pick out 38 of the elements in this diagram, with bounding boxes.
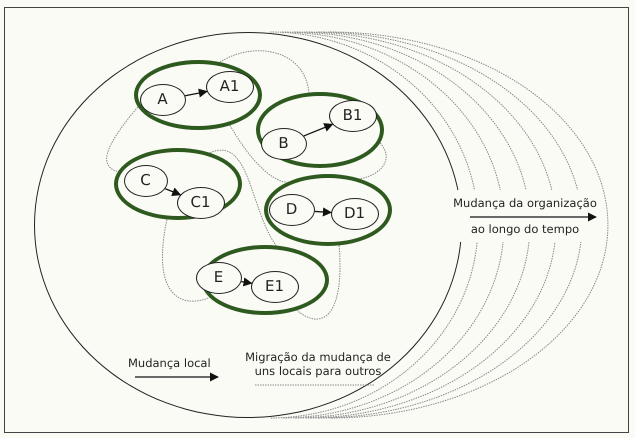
- state-label: E: [214, 270, 224, 285]
- arrow: [304, 123, 334, 137]
- state-ellipse: [140, 84, 186, 116]
- state-ellipse: [206, 70, 254, 102]
- state-label: C1: [190, 195, 211, 210]
- migration-path: [162, 218, 210, 302]
- migration-path: [360, 142, 387, 180]
- state-ellipse: [328, 100, 376, 132]
- change-group-ellipse: [114, 148, 242, 220]
- state-ellipse: [268, 194, 314, 226]
- state-label: A1: [220, 79, 240, 94]
- state-ellipse: [196, 262, 242, 294]
- arrow: [314, 207, 332, 216]
- arrow: [185, 88, 208, 98]
- state-ellipse: [124, 164, 168, 196]
- state-label: A: [157, 92, 168, 107]
- state-label: D: [286, 202, 298, 217]
- migration-path: [106, 106, 138, 172]
- state-label: D1: [344, 206, 366, 221]
- legend-label: Migração da mudança de uns locais para outros: [244, 350, 392, 378]
- state-label: B: [278, 136, 289, 151]
- arrow: [241, 277, 253, 286]
- legend-label: Mudança local: [128, 356, 212, 370]
- state-ellipse: [176, 186, 224, 218]
- arrow: [165, 188, 182, 196]
- migration-path: [296, 244, 340, 320]
- change-group-ellipse: [256, 92, 384, 168]
- migration-path: [230, 124, 288, 183]
- state-label: E1: [264, 279, 284, 294]
- migration-path: [210, 150, 277, 246]
- state-label: B1: [342, 108, 362, 123]
- migration-path: [219, 50, 310, 94]
- state-label: C: [140, 173, 151, 188]
- change-group-ellipse: [264, 174, 392, 246]
- change-group-ellipse: [134, 60, 262, 130]
- state-ellipse: [250, 270, 298, 302]
- state-ellipse: [330, 198, 378, 230]
- state-ellipse: [260, 128, 306, 160]
